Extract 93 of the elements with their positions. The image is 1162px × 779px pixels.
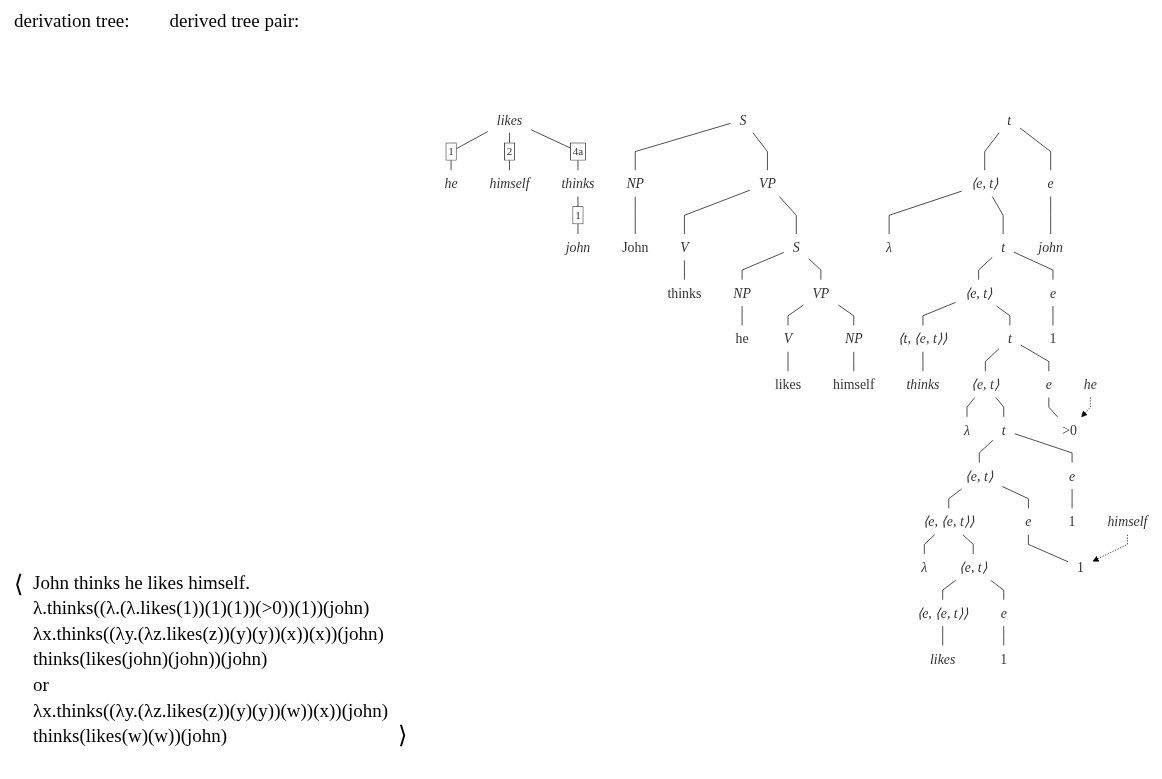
node-text: V — [680, 239, 689, 256]
connector — [509, 132, 510, 171]
edge-label: 1 — [575, 209, 581, 222]
node-text: himself — [489, 176, 530, 192]
node-text: 1 — [1000, 651, 1008, 667]
node-text: S — [792, 239, 800, 256]
node-text: e — [1049, 285, 1057, 301]
angle-bracket: ⟨ — [14, 570, 23, 597]
node-text: thinks — [667, 285, 702, 301]
connector — [1048, 397, 1058, 418]
node-text: e — [1047, 176, 1054, 192]
connector — [978, 257, 993, 281]
node-text: NP — [733, 285, 751, 301]
node-text: λ — [886, 239, 893, 256]
connector — [985, 348, 1000, 372]
node-text: VP — [812, 285, 830, 301]
node-text: t — [1001, 239, 1006, 256]
connector — [1001, 486, 1029, 509]
connector — [752, 132, 768, 171]
node-text: ⟨t, ⟨e, t⟩⟩ — [898, 331, 948, 347]
node-text: likes — [774, 377, 802, 393]
connector — [996, 306, 1011, 327]
formula-text: thinks(likes(john)(john))(john) — [33, 647, 269, 672]
connector — [684, 190, 751, 235]
connector — [978, 440, 994, 464]
sentence-text: John thinks he likes himself. — [33, 570, 251, 595]
connector — [530, 129, 579, 171]
node-text: e — [1045, 377, 1052, 393]
node-text: thinks — [906, 377, 940, 393]
connector — [450, 131, 489, 171]
angle-bracket: ⟩ — [398, 722, 408, 748]
node-text: e — [1000, 605, 1007, 621]
node-text: 1 — [1077, 559, 1085, 576]
node-text: he — [444, 176, 458, 192]
formula-text: λx.thinks((λy.(λz.likes(z))(y)(y))(x))(x))(john) — [33, 621, 385, 646]
connector — [838, 305, 855, 327]
node-text: ⟨e, t⟩ — [971, 377, 1000, 393]
node-text: VP — [758, 176, 776, 192]
formula-text: λ.thinks((λ.(λ.likes(1))(1)(1))(>0))(1))(john) — [33, 596, 371, 621]
connector — [924, 534, 936, 555]
node-text: λ — [963, 422, 970, 438]
node-text: John — [622, 239, 649, 256]
section-heading: derivation tree: — [14, 10, 130, 32]
node-text: 1 — [1068, 514, 1076, 530]
edge-label: 2 — [506, 145, 513, 158]
node-text: likes — [930, 651, 956, 667]
connector — [1028, 534, 1069, 563]
edge-label: 1 — [448, 145, 454, 158]
node-text: ⟨e, ⟨e, t⟩⟩ — [922, 514, 975, 530]
connector — [942, 580, 956, 601]
node-text: >0 — [1062, 422, 1077, 438]
node-text: t — [1001, 422, 1006, 438]
connector — [1020, 345, 1050, 372]
node-text: NP — [844, 331, 863, 347]
node-text: ⟨e, t⟩ — [965, 468, 994, 484]
connector — [922, 302, 956, 327]
node-text: e — [1069, 468, 1076, 484]
node-text: he — [1083, 377, 1097, 393]
connector — [984, 132, 1000, 171]
formula-text: or — [33, 673, 50, 698]
node-text: likes — [496, 112, 523, 128]
connector — [888, 191, 963, 235]
connector — [991, 196, 1004, 235]
node-text: t — [1007, 112, 1012, 128]
node-text: ⟨e, ⟨e, t⟩⟩ — [916, 605, 969, 621]
node-text: V — [783, 331, 793, 347]
node-text: 1 — [1049, 331, 1057, 347]
node-text: himself — [1107, 514, 1148, 530]
connector — [966, 397, 976, 418]
connector — [1013, 252, 1054, 281]
formula-text: λx.thinks((λy.(λz.likes(z))(y)(y))(w))(x))(john) — [33, 698, 389, 723]
node-text: john — [1038, 239, 1063, 256]
node-text: ⟨e, t⟩ — [959, 559, 988, 576]
node-text: john — [565, 239, 591, 256]
connector — [741, 252, 785, 281]
connector — [808, 258, 822, 281]
connector — [1019, 128, 1051, 171]
connector — [634, 123, 731, 171]
node-text: λ — [921, 559, 928, 576]
node-text: e — [1025, 514, 1032, 530]
formula-text: thinks(likes(w)(w))(john) — [33, 724, 229, 749]
connector — [779, 196, 797, 235]
node-text: he — [735, 331, 749, 347]
node-text: thinks — [561, 176, 595, 192]
node-text: NP — [626, 176, 645, 192]
connector — [787, 305, 804, 327]
node-text: himself — [832, 377, 875, 393]
edge-label: 4a — [572, 145, 584, 158]
node-text: ⟨e, t⟩ — [964, 285, 993, 301]
section-heading: derived tree pair: — [169, 10, 300, 32]
node-text: S — [739, 112, 747, 128]
node-text: ⟨e, t⟩ — [970, 176, 999, 192]
node-text: t — [1007, 331, 1012, 347]
